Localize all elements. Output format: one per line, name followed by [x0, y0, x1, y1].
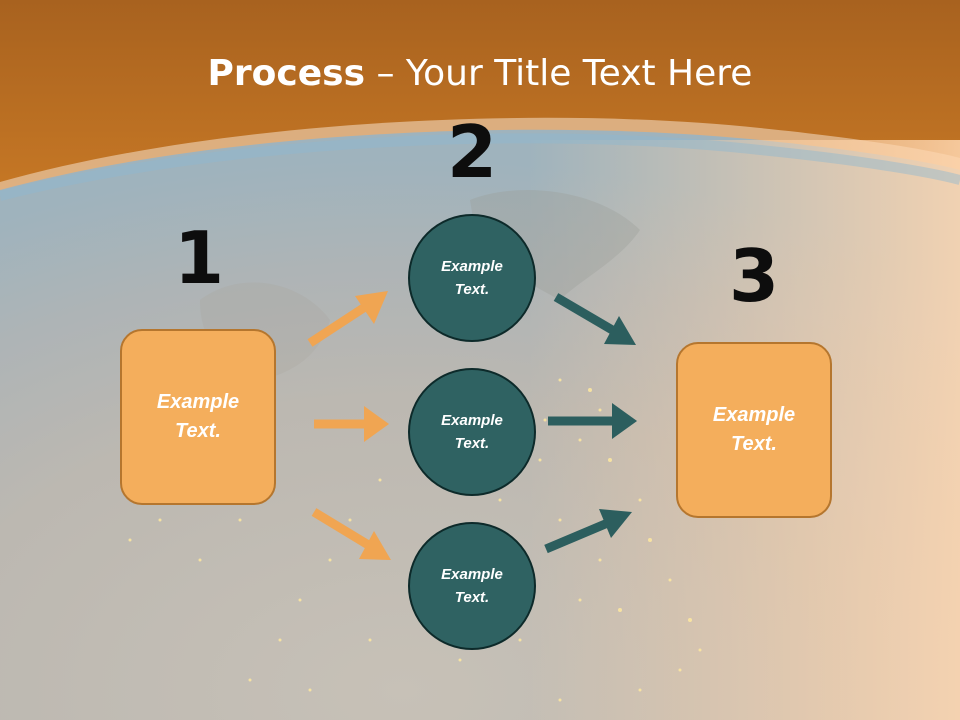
step-2-circle-top: Example Text.: [408, 214, 536, 342]
step-number-1: 1: [173, 216, 225, 300]
slide-title: Process – Your Title Text Here: [0, 52, 960, 96]
step-2-text-middle: Example Text.: [441, 412, 503, 452]
step-3-text: Example Text.: [712, 404, 796, 455]
step-3-box: Example Text.: [676, 342, 832, 518]
step-2-text-bottom: Example Text.: [441, 566, 503, 606]
title-bold: Process: [207, 53, 366, 94]
step-1-text: Example Text.: [156, 391, 240, 442]
step-2-text-top: Example Text.: [441, 258, 503, 298]
step-2-circle-middle: Example Text.: [408, 368, 536, 496]
step-number-3: 3: [728, 234, 780, 318]
step-2-circle-bottom: Example Text.: [408, 522, 536, 650]
step-1-box: Example Text.: [120, 329, 276, 505]
step-number-2: 2: [446, 110, 498, 194]
title-rest: – Your Title Text Here: [365, 53, 753, 94]
